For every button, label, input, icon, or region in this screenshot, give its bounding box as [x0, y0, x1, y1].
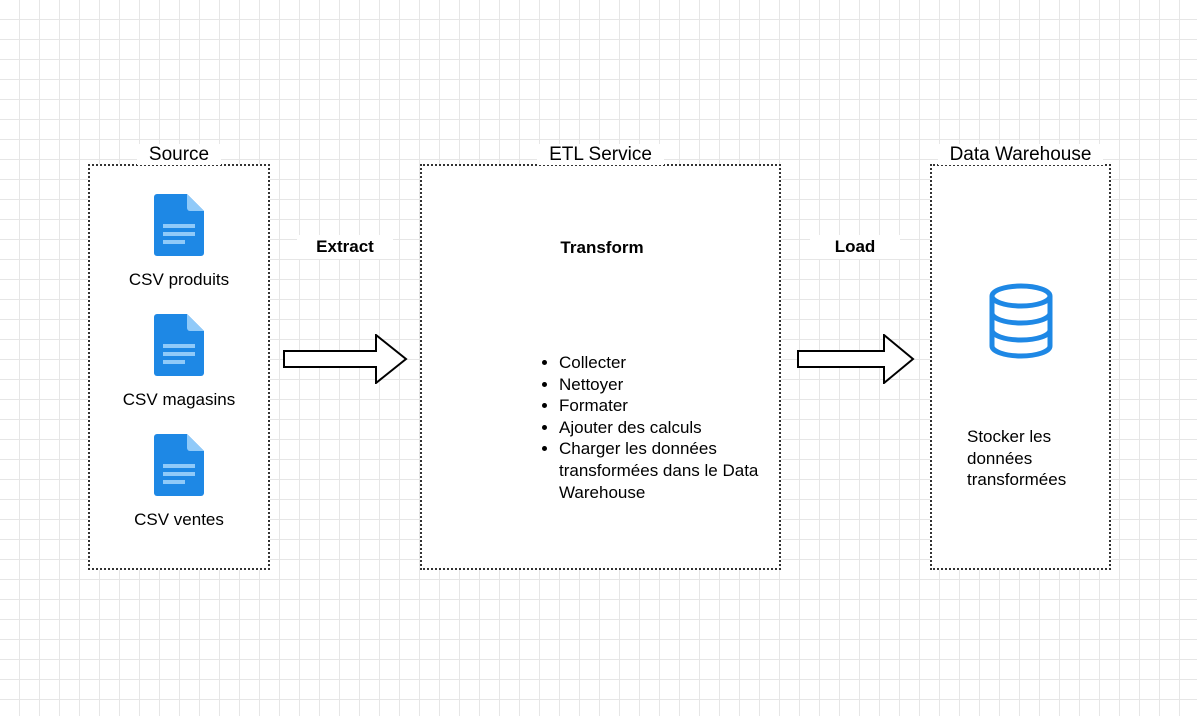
data-warehouse-description: Stocker les données transformées [967, 427, 1067, 490]
file-document-icon [154, 314, 204, 376]
etl-service-title: ETL Service [422, 144, 779, 166]
file-item-ventes: CSV ventes [90, 434, 268, 530]
file-label: CSV magasins [122, 390, 236, 409]
source-title: Source [90, 144, 268, 166]
list-item: Collecter [559, 352, 789, 374]
file-document-icon [154, 194, 204, 256]
file-label: CSV produits [128, 270, 230, 289]
file-item-magasins: CSV magasins [90, 314, 268, 410]
load-label: Load [810, 235, 900, 259]
file-label: CSV ventes [134, 510, 224, 529]
load-arrow [797, 334, 915, 384]
list-item: Nettoyer [559, 374, 789, 396]
extract-arrow [283, 334, 408, 384]
source-box: Source CSV produits CSV magasins CS [88, 144, 270, 570]
list-item: Ajouter des calculs [559, 417, 789, 439]
file-item-produits: CSV produits [90, 194, 268, 290]
list-item: Formater [559, 395, 789, 417]
database-icon [989, 283, 1053, 359]
etl-task-list: Collecter Nettoyer Formater Ajouter des … [537, 352, 789, 503]
etl-service-box: ETL Service Transform Collecter Nettoyer… [420, 144, 781, 570]
transform-label: Transform [560, 238, 644, 257]
extract-label: Extract [297, 235, 393, 259]
file-document-icon [154, 434, 204, 496]
data-warehouse-title: Data Warehouse [932, 144, 1109, 166]
list-item: Charger les données transformées dans le… [559, 438, 789, 503]
data-warehouse-box: Data Warehouse Stocker les données trans… [930, 144, 1111, 570]
